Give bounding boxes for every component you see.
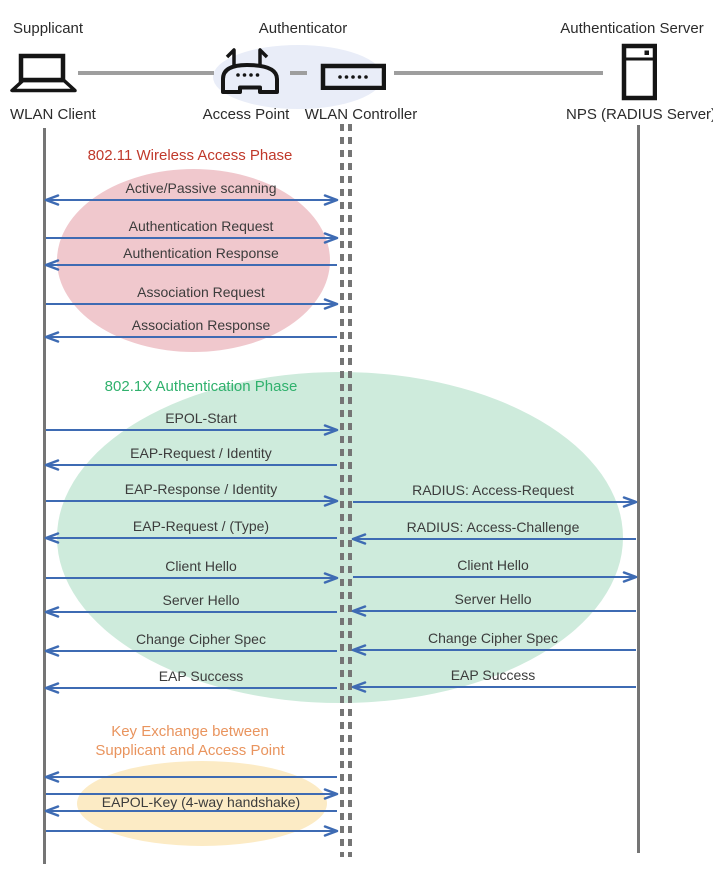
phase-title-8021x-authentication: 802.1X Authentication Phase [104, 378, 298, 395]
phase-title-key-exchange: Key Exchange between Supplicant and Acce… [95, 723, 285, 759]
phase-ellipse-80211-wireless-access [57, 169, 330, 352]
supplicant-lifeline [43, 128, 46, 864]
role-label-authenticator: Authenticator [258, 20, 348, 37]
connector-line-ap-controller [290, 71, 307, 75]
server-icon [621, 43, 657, 101]
role-label-authentication-server: Authentication Server [560, 20, 704, 37]
wlan-controller-lifeline-right [348, 124, 352, 857]
wlan-controller-lifeline-left [340, 124, 344, 857]
device-label-wlan-controller: WLAN Controller [304, 106, 418, 123]
wlan-controller-icon [320, 63, 386, 90]
laptop-icon [10, 53, 77, 93]
phase-title-80211-wireless-access: 802.11 Wireless Access Phase [87, 147, 293, 164]
access-point-icon [221, 48, 279, 94]
connector-line-controller-server [394, 71, 603, 75]
connector-line-client-ap [78, 71, 214, 75]
phase-ellipse-key-exchange [77, 761, 327, 846]
server-lifeline [637, 125, 640, 853]
role-label-supplicant: Supplicant [13, 20, 84, 37]
device-label-access-point: Access Point [202, 106, 290, 123]
device-label-wlan-client: WLAN Client [10, 106, 96, 123]
device-label-nps-radius-server: NPS (RADIUS Server) [566, 106, 713, 123]
